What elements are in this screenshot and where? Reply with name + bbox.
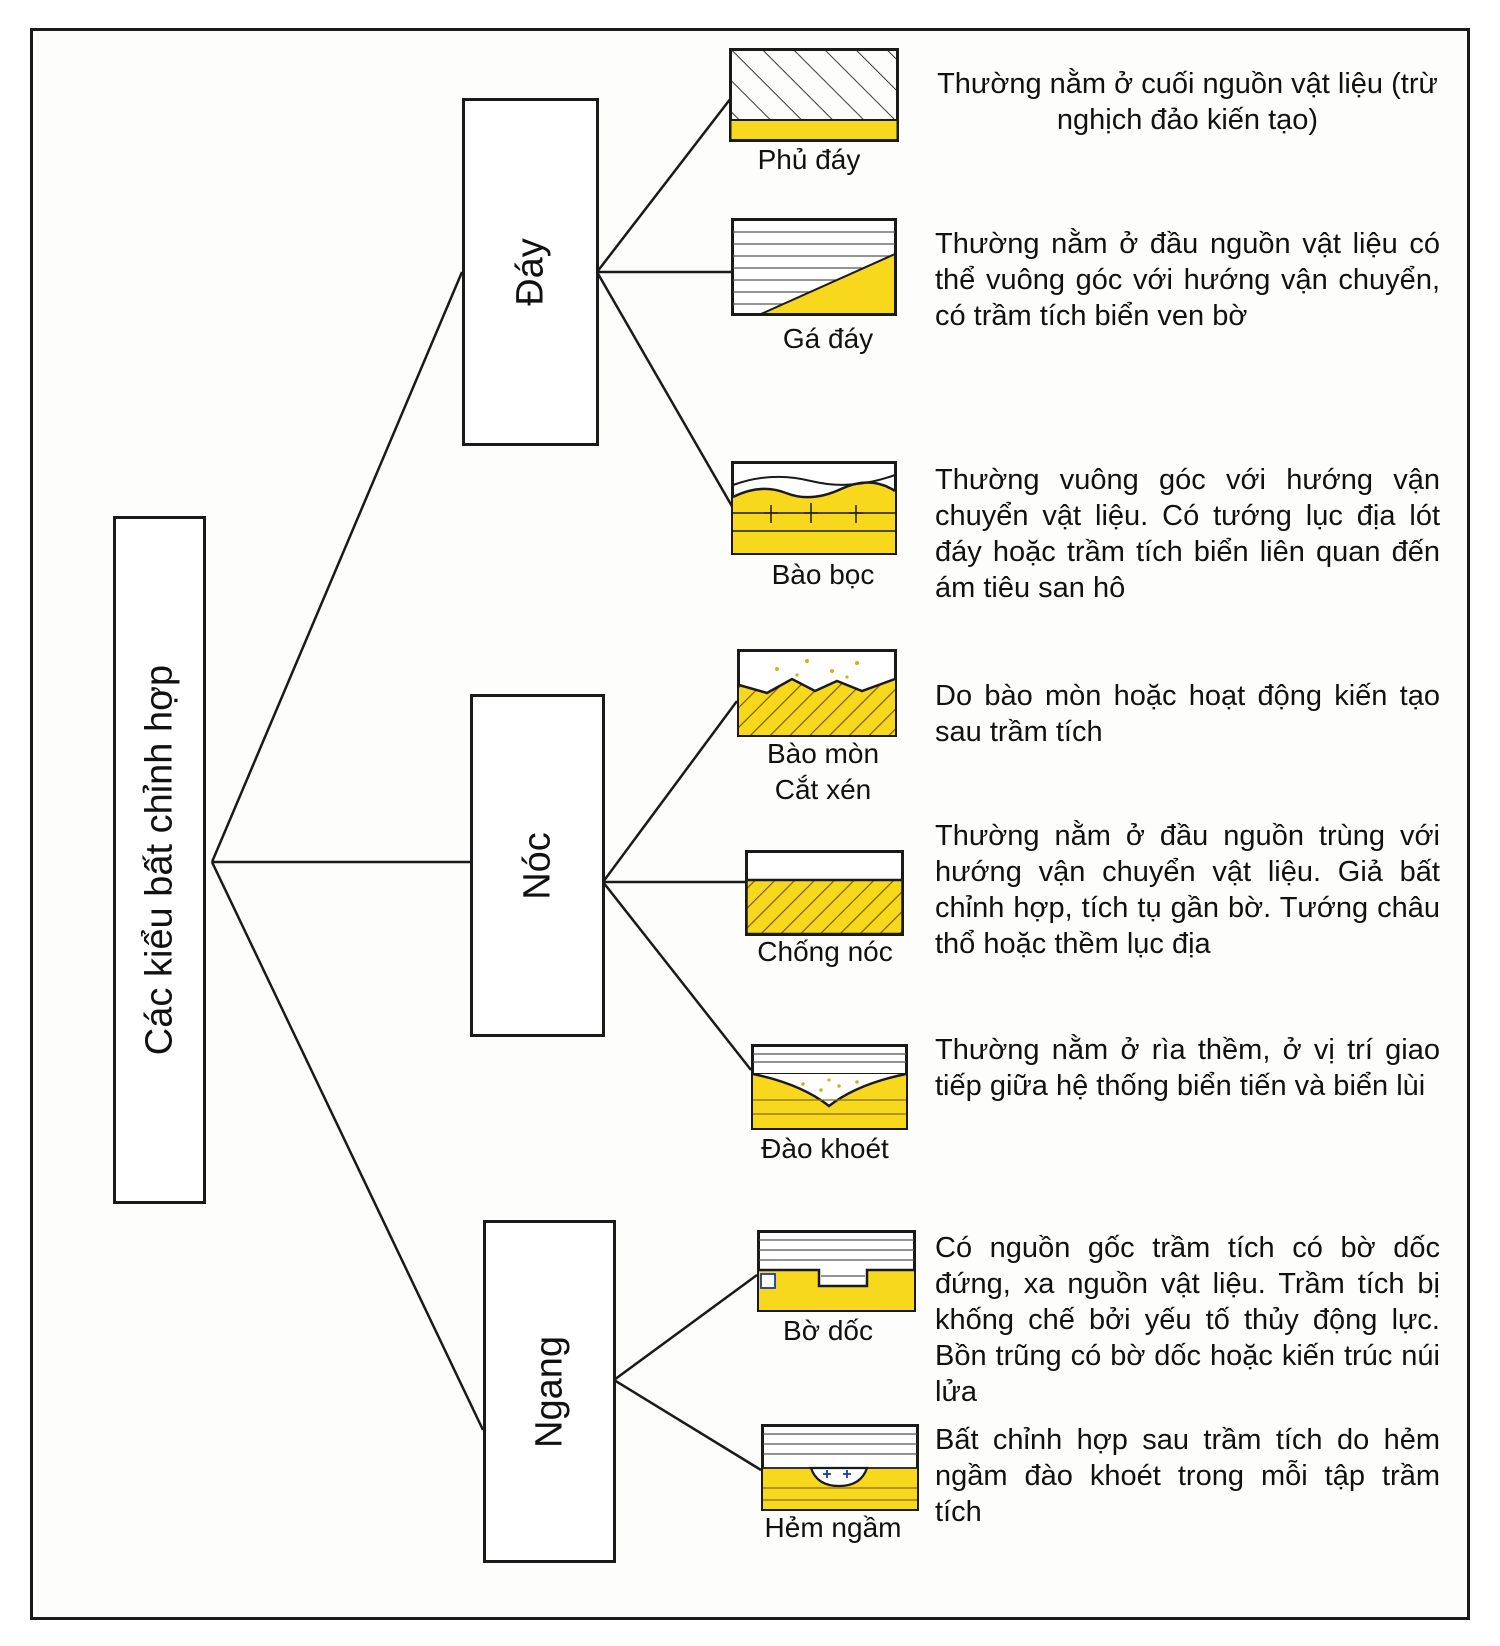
caption-bao-boc: Bào bọc (771, 559, 875, 590)
link-root-day (210, 271, 464, 863)
link-root-ngang (210, 861, 485, 1431)
caption-cat-xen: Cắt xén (774, 774, 872, 805)
caption-bo-doc: Bờ dốc (783, 1315, 873, 1346)
description-phu-day: Thường nằm ở cuối nguồn vật liệu (trừ ng… (937, 68, 1438, 136)
link-ngang-bo-doc (613, 1273, 758, 1382)
group-box-day: Đáy (462, 98, 599, 446)
group-label-noc: Nóc (516, 831, 558, 900)
description-bo-doc: Có nguồn gốc trầm tích có bờ dốc đứng, x… (935, 1232, 1440, 1408)
description-chong-noc: Thường nằm ở đầu nguồn trùng với hướng v… (935, 820, 1440, 960)
hem-ngam-illustration (761, 1424, 919, 1511)
caption-hem-ngam: Hẻm ngầm (764, 1512, 902, 1543)
ga-day-illustration (731, 218, 897, 316)
bao-mon-cat-xen-illustration (737, 649, 897, 737)
group-label-ngang: Ngang (528, 1335, 570, 1448)
phu-day-illustration (729, 48, 899, 142)
caption-phu-day: Phủ đáy (757, 144, 861, 175)
group-box-noc: Nóc (470, 694, 605, 1037)
caption-ga-day: Gá đáy (782, 323, 874, 354)
link-ngang-hem-ngam (613, 1378, 762, 1472)
link-day-phu-day (596, 97, 732, 273)
description-ga-day: Thường nằm ở đầu nguồn vật liệu có thể v… (935, 228, 1440, 332)
link-noc-bao-mon (601, 700, 739, 883)
bao-boc-illustration (731, 461, 897, 555)
group-box-ngang: Ngang (483, 1220, 616, 1563)
root-label: Các kiểu bất chỉnh hợp (138, 664, 180, 1056)
caption-bao-mon: Bào mòn (766, 738, 880, 769)
link-day-bao-boc (595, 271, 735, 509)
description-bao-mon: Do bào mòn hoặc hoạt động kiến tạo sau t… (935, 680, 1440, 748)
dao-khoet-illustration (751, 1044, 908, 1130)
description-hem-ngam: Bất chỉnh hợp sau trầm tích do hẻm ngầm … (935, 1424, 1440, 1528)
group-label-day: Đáy (509, 238, 551, 306)
bo-doc-illustration (757, 1230, 916, 1312)
caption-chong-noc: Chống nóc (757, 936, 893, 967)
description-bao-boc: Thường vuông góc với hướng vận chuyển vậ… (935, 464, 1440, 604)
description-dao-khoet: Thường nằm ở rìa thềm, ở vị trí giao tiế… (935, 1034, 1440, 1102)
link-noc-dao-khoet (602, 881, 752, 1071)
caption-dao-khoet: Đào khoét (761, 1133, 889, 1164)
chong-noc-illustration (745, 850, 904, 936)
root-box: Các kiểu bất chỉnh hợp (113, 516, 206, 1204)
